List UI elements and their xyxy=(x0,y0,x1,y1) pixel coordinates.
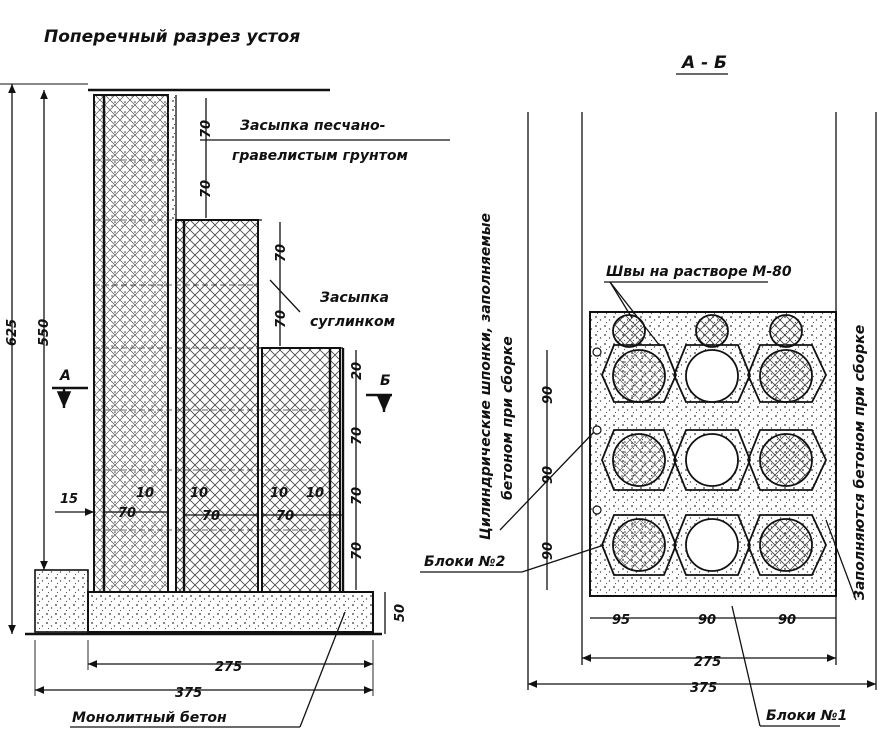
octagon-1-3 xyxy=(747,344,828,403)
blocks-octagons xyxy=(601,344,828,576)
block-circle-2-3 xyxy=(759,433,813,487)
octagon-2-2 xyxy=(673,429,751,491)
block-circle-2-2 xyxy=(685,433,739,487)
block-circle-1-2 xyxy=(685,349,739,403)
note-loam-2: суглинком xyxy=(310,314,395,330)
dim-w70c: 70 xyxy=(276,509,294,524)
dim-v20: 20 xyxy=(350,362,365,380)
note-filled: Заполняются бетоном при сборке xyxy=(852,325,868,600)
key-circle-1 xyxy=(592,347,602,357)
leader-loam xyxy=(269,279,301,313)
dim-v50: 50 xyxy=(393,604,408,622)
note-keys-2: бетоном при сборке xyxy=(500,336,516,500)
section-ab: 90 90 90 95 90 90 275 375 Швы на раствор… xyxy=(420,112,877,727)
dim-v70g: 70 xyxy=(350,542,365,560)
dim-r90a: 90 xyxy=(541,386,556,404)
block-joints xyxy=(94,159,343,531)
leader-keys xyxy=(499,431,595,531)
note-joints: Швы на растворе М-80 xyxy=(606,264,792,280)
dim-w375: 375 xyxy=(175,686,202,701)
cylindrical-blocks xyxy=(612,314,813,572)
dim-r90c: 90 xyxy=(541,542,556,560)
dim-625: 625 xyxy=(5,319,20,346)
dim-v70c: 70 xyxy=(274,244,289,262)
dim-v70a: 70 xyxy=(199,120,214,138)
block-circle-2-1 xyxy=(612,433,666,487)
block-circle-top-3 xyxy=(769,314,803,348)
note-loam-1: Засыпка xyxy=(320,290,389,306)
note-blocks-1: Блоки №1 xyxy=(766,708,847,724)
column-block-1 xyxy=(93,94,169,593)
dim-v70f: 70 xyxy=(350,487,365,505)
note-keys-1: Цилиндрические шпонки, заполняемые xyxy=(478,213,494,540)
dim-w10b: 10 xyxy=(190,486,208,501)
leader-blocks-1 xyxy=(731,605,761,727)
leader-joints-2 xyxy=(609,281,661,347)
octagon-3-2 xyxy=(673,514,751,576)
note-gravel-1: Засыпка песчано- xyxy=(240,118,386,134)
dim-550: 550 xyxy=(37,319,52,346)
block-circle-3-1 xyxy=(612,518,666,572)
cross-section: 625 550 70 70 70 70 20 70 70 70 50 А Б 1… xyxy=(0,83,450,728)
block-circle-3-3 xyxy=(759,518,813,572)
section-ab-title: А - Б xyxy=(680,53,727,73)
dim-w70a: 70 xyxy=(118,506,136,521)
dim-b90a: 90 xyxy=(698,613,716,628)
dim-r275: 275 xyxy=(694,655,721,670)
block-circle-top-1 xyxy=(612,314,646,348)
dim-w10c: 10 xyxy=(270,486,288,501)
dim-w275: 275 xyxy=(215,660,242,675)
block-circle-top-2 xyxy=(695,314,729,348)
leader-blocks-2 xyxy=(521,544,605,573)
dim-w10a: 10 xyxy=(136,486,154,501)
dim-b95: 95 xyxy=(612,613,630,628)
octagon-1-2 xyxy=(673,344,751,403)
octagon-2-1 xyxy=(601,429,677,491)
dim-b90b: 90 xyxy=(778,613,796,628)
note-blocks-2: Блоки №2 xyxy=(424,554,505,570)
leader-monolithic xyxy=(299,611,346,728)
toe-fill xyxy=(34,569,89,633)
column-block-2 xyxy=(175,219,259,593)
note-gravel-2: гравелистым грунтом xyxy=(232,148,408,164)
octagon-3-3 xyxy=(747,514,827,576)
cross-section-title: Поперечный разрез устоя xyxy=(44,27,300,47)
dim-w10d: 10 xyxy=(306,486,324,501)
backfill-gravel xyxy=(168,95,176,220)
key-circle-3 xyxy=(592,505,602,515)
dim-w15: 15 xyxy=(60,492,78,507)
section-mark-b: Б xyxy=(380,373,391,389)
key-circle-2 xyxy=(592,425,602,435)
dim-w70b: 70 xyxy=(202,509,220,524)
block-circle-3-2 xyxy=(685,518,739,572)
leader-filled xyxy=(825,519,857,601)
dim-v70e: 70 xyxy=(350,427,365,445)
dim-r375: 375 xyxy=(690,681,717,696)
dim-v70d: 70 xyxy=(274,310,289,328)
section-mark-a: А xyxy=(59,368,71,384)
block-circle-1-1 xyxy=(612,349,666,403)
note-monolithic: Монолитный бетон xyxy=(72,710,227,726)
leader-joints-1 xyxy=(609,281,633,319)
octagon-1-1 xyxy=(601,344,677,403)
dim-v70b: 70 xyxy=(199,180,214,198)
block-circle-1-3 xyxy=(759,349,813,403)
foundation-slab xyxy=(87,591,374,633)
octagon-2-3 xyxy=(747,429,827,491)
dim-r90b: 90 xyxy=(541,466,556,484)
